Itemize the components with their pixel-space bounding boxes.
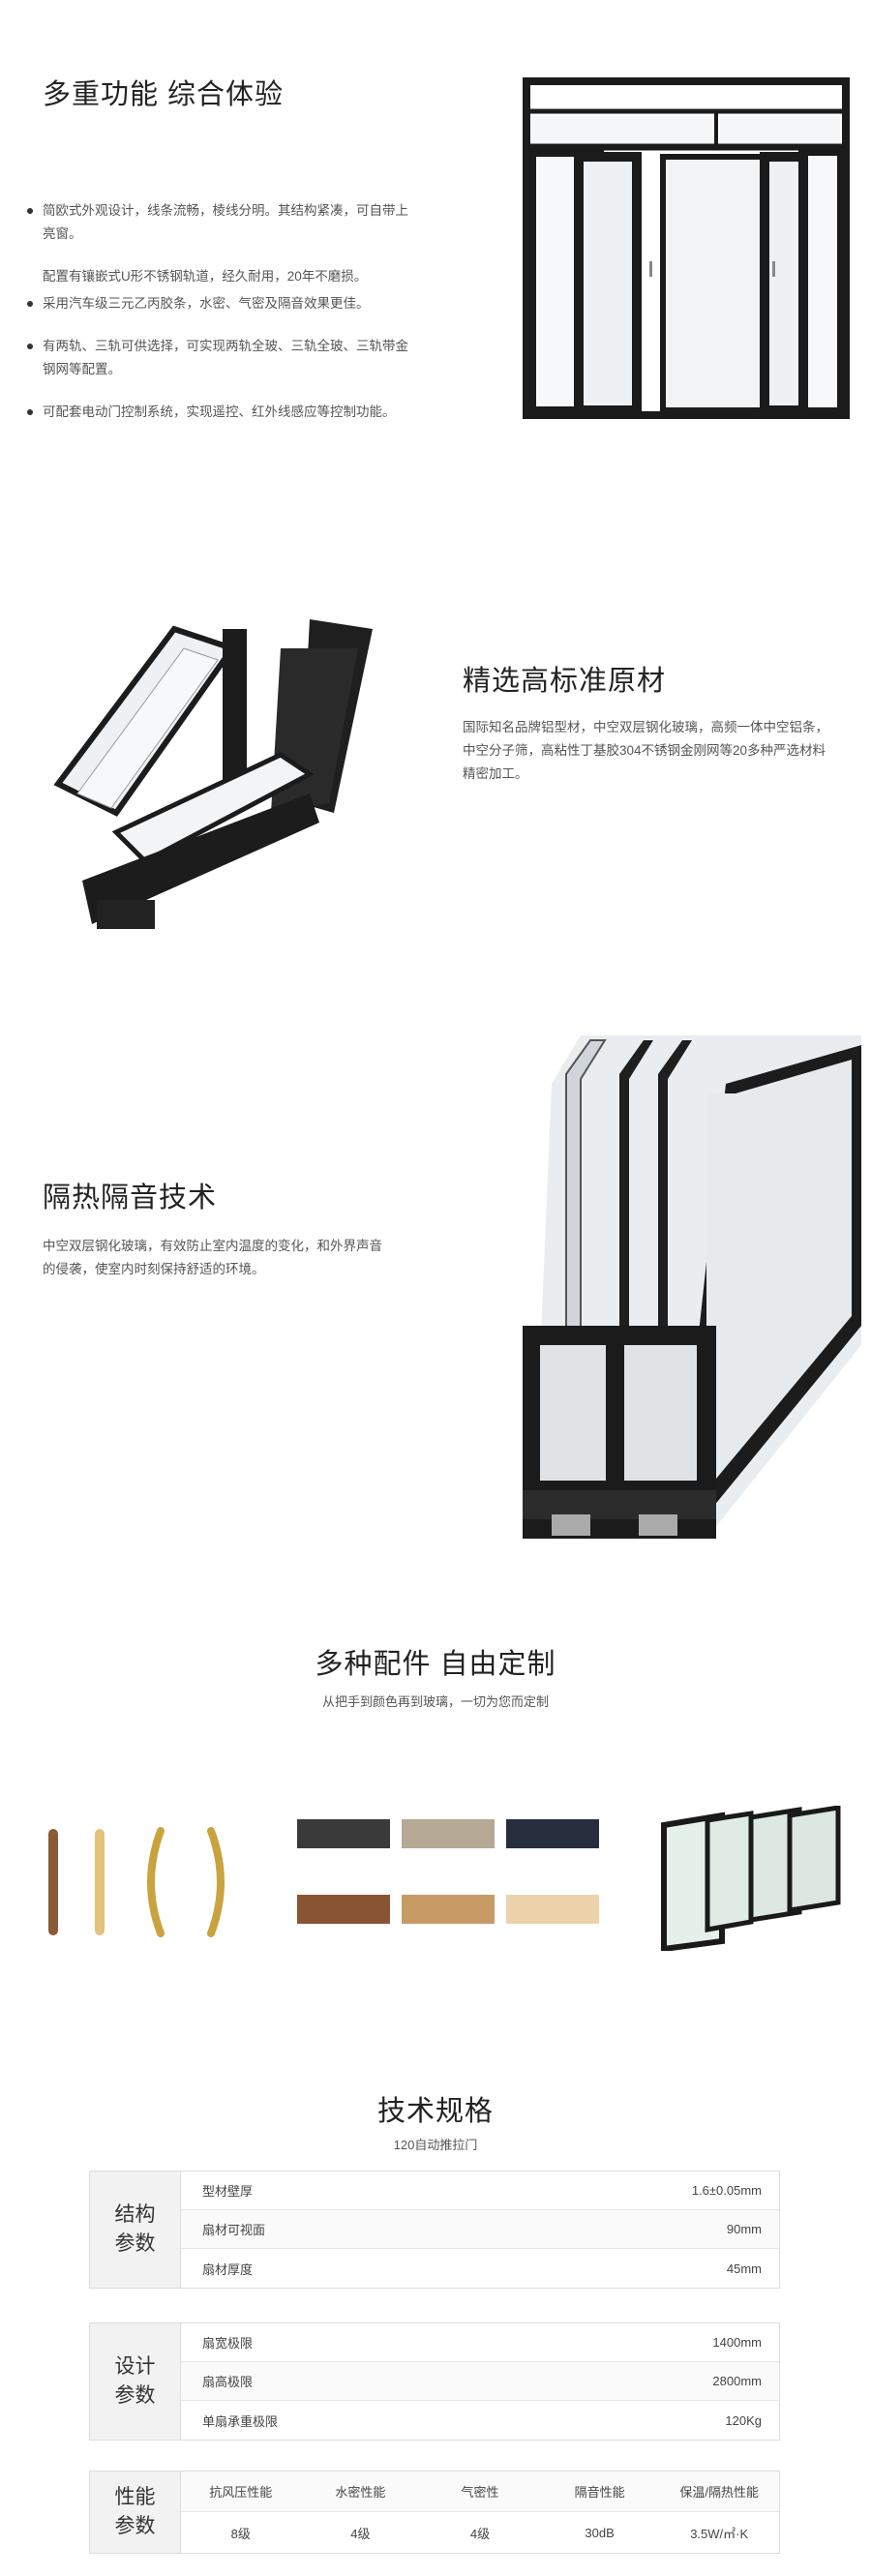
perf-value: 4级 — [469, 2526, 491, 2541]
section3-text: 中空双层钢化玻璃，有效防止室内温度的变化，和外界声音的侵袭，使室内时刻保持舒适的… — [43, 1239, 382, 1276]
spec-row: 扇材厚度 45mm — [181, 2249, 779, 2288]
spec-row: 型材壁厚 1.6±0.05mm — [181, 2172, 779, 2210]
feature-item: 采用汽车级三元乙丙胶条，水密、气密及隔音效果更佳。 — [27, 292, 414, 315]
spec-title: 技术规格 — [376, 2096, 494, 2127]
color-swatch — [506, 1895, 599, 1924]
perf-header: 保温/隔热性能 — [659, 2471, 779, 2512]
spec-value: 2800mm — [712, 2374, 762, 2388]
feature-item: 可配套电动门控制系统，实现遥控、红外线感应等控制功能。 — [27, 401, 414, 424]
section3-title: 隔热隔音技术 — [43, 1183, 218, 1213]
category-label: 设计 — [114, 2355, 156, 2378]
perf-value: 3.5W/㎡·K — [690, 2526, 749, 2541]
spec-value: 45mm — [726, 2261, 762, 2276]
corner-profile-image — [53, 619, 373, 929]
spec-row: 扇材可视面 90mm — [181, 2210, 779, 2249]
perf-value: 30dB — [585, 2525, 615, 2540]
category-label: 参数 — [114, 2515, 156, 2537]
section2-title: 精选高标准原材 — [463, 666, 667, 697]
color-swatch — [402, 1895, 495, 1924]
color-swatch — [402, 1819, 495, 1848]
perf-header: 气密性 — [420, 2471, 540, 2512]
color-swatch — [297, 1819, 390, 1848]
spec-row: 单扇承重极限 120Kg — [181, 2401, 779, 2440]
perf-value: 8级 — [230, 2526, 251, 2541]
section4-subtitle: 从把手到颜色再到玻璃，一切为您而定制 — [321, 1694, 549, 1709]
spec-label: 单扇承重极限 — [202, 2413, 279, 2429]
category-label: 结构 — [114, 2203, 156, 2226]
handle-options-image — [48, 1827, 225, 1937]
spec-label: 型材壁厚 — [202, 2184, 254, 2199]
section2-text: 国际知名品牌铝型材，中空双层钢化玻璃，高频一体中空铝条，中空分子筛，高粘性丁基胶… — [463, 720, 828, 781]
category-label: 参数 — [114, 2232, 156, 2255]
spec-row: 扇宽极限 1400mm — [181, 2323, 779, 2362]
perf-header: 抗风压性能 — [181, 2471, 301, 2512]
feature-item: 有两轨、三轨可供选择，可实现两轨全玻、三轨全玻、三轨带金钢网等配置。 — [27, 335, 414, 381]
category-label: 参数 — [114, 2384, 156, 2407]
spec-label: 扇宽极限 — [202, 2336, 254, 2351]
feature-item: 简欧式外观设计，线条流畅，棱线分明。其结构紧凑，可自带上亮窗。 — [27, 199, 414, 246]
spec-label: 扇材厚度 — [202, 2261, 254, 2277]
spec-label: 扇材可视面 — [202, 2223, 266, 2237]
spec-label: 扇高极限 — [202, 2375, 254, 2389]
perf-header: 隔音性能 — [539, 2471, 660, 2512]
spec-table-design: 设计 参数 扇宽极限 1400mm 扇高极限 2800mm 单扇承重极限 120Kg — [89, 2322, 780, 2441]
spec-subtitle: 120自动推拉门 — [393, 2138, 478, 2152]
spec-value: 120Kg — [725, 2412, 762, 2428]
section1-title: 多重功能 综合体验 — [43, 79, 285, 110]
spec-category: 设计 参数 — [90, 2323, 181, 2440]
spec-category: 结构 参数 — [90, 2172, 181, 2288]
feature-item: 配置有镶嵌式U形不锈钢轨道，经久耐用，20年不磨损。 — [43, 269, 368, 284]
insulation-profile-image — [523, 1035, 861, 1539]
spec-category: 性能 参数 — [90, 2471, 181, 2553]
spec-row: 扇高极限 2800mm — [181, 2362, 779, 2401]
spec-table-structure: 结构 参数 型材壁厚 1.6±0.05mm 扇材可视面 90mm 扇材厚度 45mm — [89, 2171, 780, 2289]
color-swatch — [506, 1819, 599, 1848]
perf-header: 水密性能 — [300, 2471, 421, 2512]
section4-title: 多种配件 自由定制 — [315, 1649, 556, 1680]
category-label: 性能 — [114, 2486, 156, 2508]
spec-value: 90mm — [726, 2222, 762, 2236]
color-swatch — [297, 1895, 390, 1924]
feature-list: 简欧式外观设计，线条流畅，棱线分明。其结构紧凑，可自带上亮窗。 配置有镶嵌式U形… — [27, 199, 414, 443]
spec-value: 1.6±0.05mm — [691, 2183, 762, 2198]
perf-value: 4级 — [350, 2526, 371, 2541]
sliding-door-image — [523, 77, 850, 419]
spec-value: 1400mm — [712, 2335, 762, 2350]
glass-options-image — [661, 1806, 841, 1951]
spec-table-performance: 性能 参数 抗风压性能 水密性能 气密性 隔音性能 保温/隔热性能 8级 4级 … — [89, 2471, 780, 2554]
